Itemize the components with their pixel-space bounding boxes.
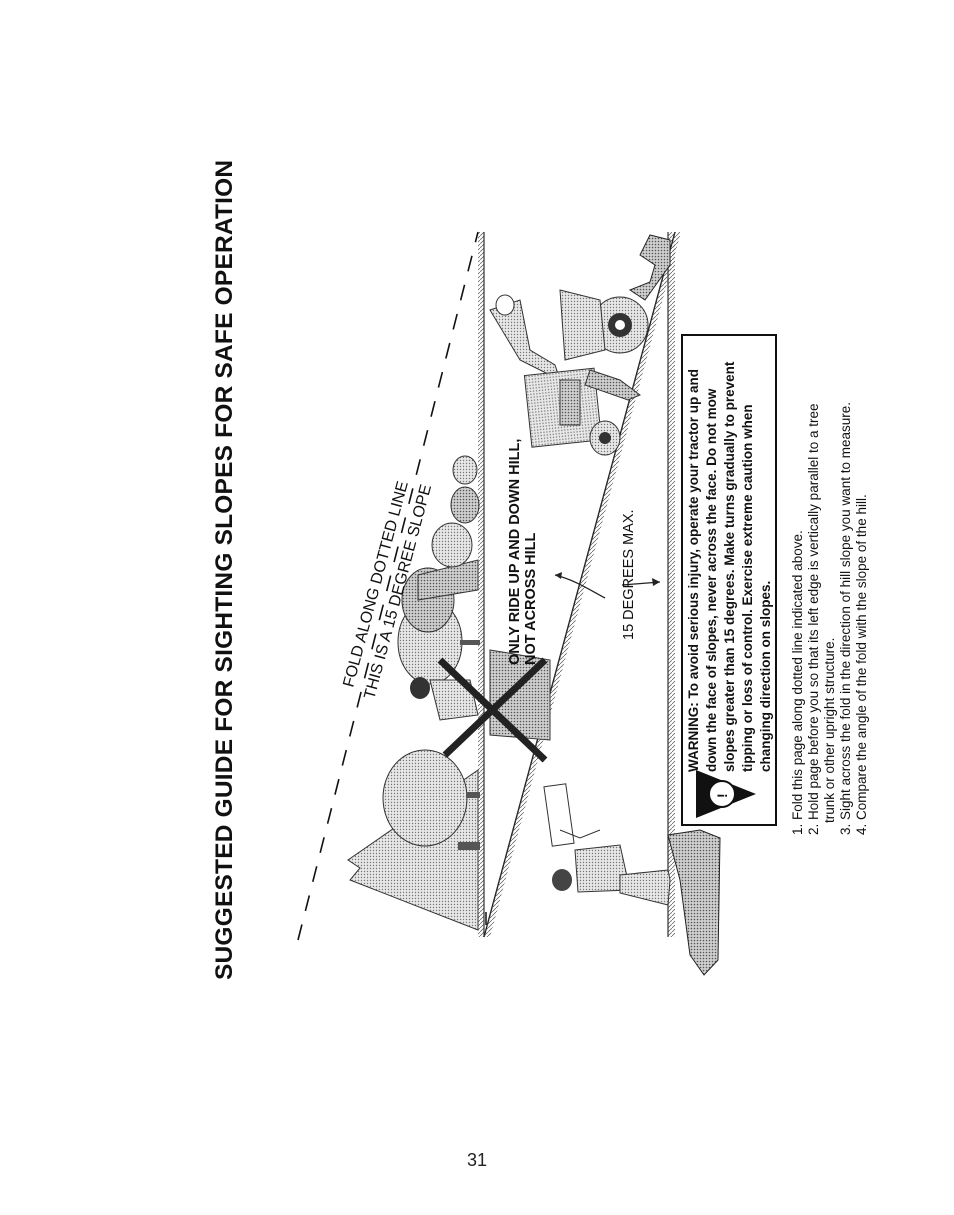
ground-strip-left bbox=[478, 232, 484, 937]
warning-line-2: down the face of slopes, never across th… bbox=[704, 388, 719, 772]
instruction-1: 1. Fold this page along dotted line indi… bbox=[790, 530, 805, 835]
direction-arrow bbox=[628, 234, 671, 301]
warning-line-1: WARNING: To avoid serious injury, operat… bbox=[686, 369, 701, 772]
warning-line-5: changing direction on slopes. bbox=[758, 581, 773, 772]
instruction-2b: trunk or other upright structure. bbox=[822, 638, 837, 823]
ride-label-1: ONLY RIDE UP AND DOWN HILL, bbox=[507, 439, 523, 665]
warning-line-4: tipping or loss of control. Exercise ext… bbox=[740, 404, 755, 772]
instruction-3: 3. Sight across the fold in the directio… bbox=[838, 402, 853, 835]
page-number: 31 bbox=[466, 1150, 488, 1170]
tree-pine-2 bbox=[417, 559, 479, 601]
warning-box: ! WARNING: To avoid serious injury, oper… bbox=[681, 334, 777, 826]
svg-text:!: ! bbox=[714, 793, 730, 798]
ground-strip-right bbox=[668, 232, 675, 937]
instruction-2: 2. Hold page before you so that its left… bbox=[806, 404, 821, 836]
tree-round-1 bbox=[382, 749, 480, 847]
warning-line-3: slopes greater than 15 degrees. Make tur… bbox=[722, 361, 737, 772]
ground-shadow bbox=[667, 829, 721, 976]
warning-icon: ! bbox=[696, 770, 756, 818]
across-hill-tractor-crossed bbox=[410, 649, 551, 763]
man-sighting-figure bbox=[543, 783, 671, 906]
instruction-4: 4. Compare the angle of the fold with th… bbox=[854, 494, 869, 835]
up-hill-tractor bbox=[489, 289, 649, 456]
tree-small bbox=[431, 455, 480, 568]
ride-label-2: NOT ACROSS HILL bbox=[523, 532, 539, 665]
degrees-label: 15 DEGREES MAX. bbox=[621, 509, 637, 640]
fold-dotted-line bbox=[297, 231, 479, 941]
